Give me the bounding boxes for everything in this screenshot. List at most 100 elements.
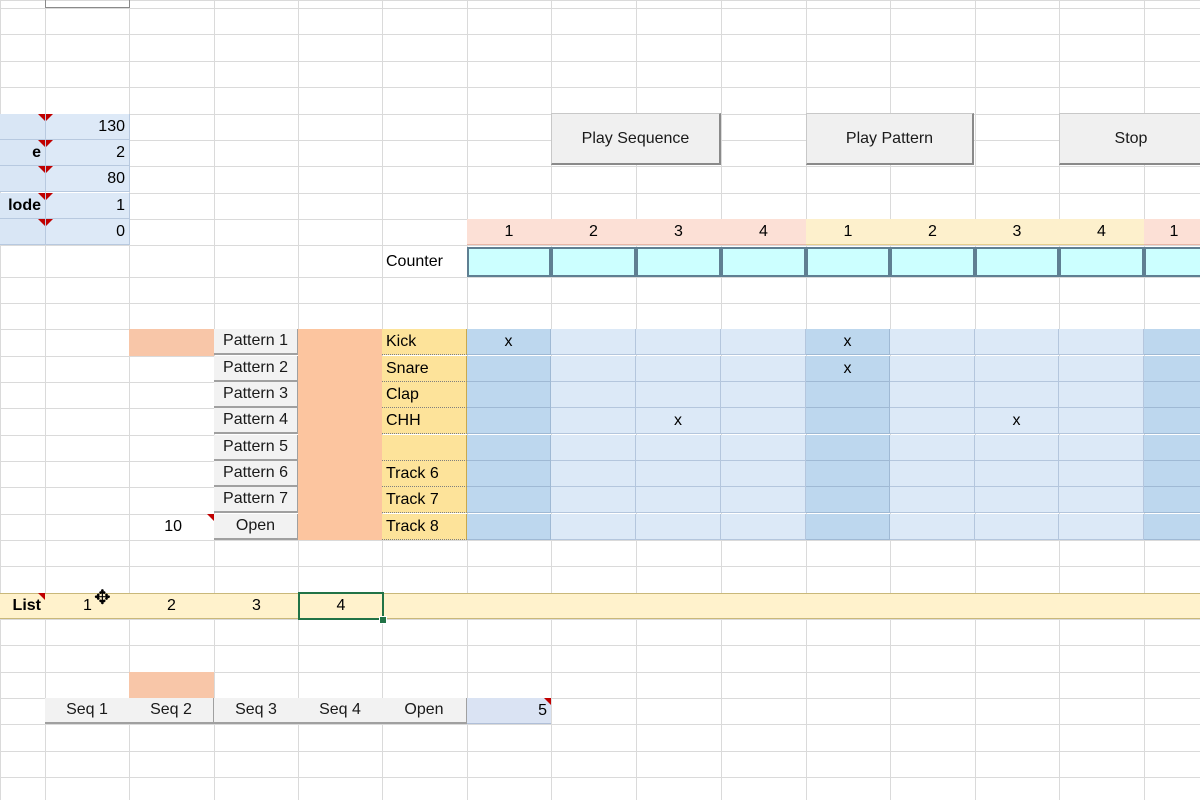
pattern-button[interactable]: Pattern 5 [214,435,298,461]
sequence-button[interactable]: Seq 4 [298,698,383,724]
step-cell[interactable] [1144,487,1200,513]
step-cell[interactable] [975,435,1059,461]
step-cell[interactable] [975,487,1059,513]
step-cell[interactable] [890,408,975,434]
step-cell[interactable] [721,382,806,408]
step-cell[interactable] [551,356,636,382]
step-cell[interactable]: x [636,408,721,434]
step-cell[interactable]: x [467,329,551,355]
step-cell[interactable] [1059,382,1144,408]
step-cell[interactable] [467,435,551,461]
fill-handle[interactable] [379,616,387,624]
step-cell[interactable] [721,487,806,513]
step-cell[interactable] [806,487,890,513]
step-cell[interactable] [467,461,551,487]
step-cell[interactable] [636,514,721,540]
step-cell[interactable] [467,514,551,540]
step-cell[interactable] [890,382,975,408]
step-cell[interactable] [551,461,636,487]
step-cell[interactable] [636,356,721,382]
step-cell[interactable] [636,487,721,513]
track-label[interactable]: Track 8 [382,514,467,540]
step-cell[interactable] [721,514,806,540]
step-cell[interactable] [890,329,975,355]
pattern-button[interactable]: Pattern 1 [214,329,298,355]
step-cell[interactable] [975,382,1059,408]
step-cell[interactable] [1144,408,1200,434]
pattern-open-button[interactable]: Open [214,514,298,540]
counter-cell[interactable] [636,247,721,277]
list-item[interactable]: 2 [167,597,176,614]
step-cell[interactable] [890,514,975,540]
pattern-button[interactable]: Pattern 7 [214,487,298,513]
step-cell[interactable] [1059,356,1144,382]
step-cell[interactable] [467,356,551,382]
sequence-button[interactable]: Seq 1 [45,698,130,724]
step-cell[interactable] [890,487,975,513]
step-cell[interactable] [806,514,890,540]
step-cell[interactable] [1059,408,1144,434]
sequence-count-value[interactable]: 5 [467,698,551,724]
step-cell[interactable] [806,382,890,408]
step-cell[interactable] [890,356,975,382]
track-label[interactable]: CHH [382,408,467,434]
step-cell[interactable] [975,329,1059,355]
pattern-button[interactable]: Pattern 2 [214,356,298,382]
param-value[interactable]: 80 [45,166,130,192]
step-cell[interactable] [551,408,636,434]
step-cell[interactable] [1059,487,1144,513]
step-cell[interactable] [551,514,636,540]
counter-cell[interactable] [721,247,806,277]
step-cell[interactable] [721,435,806,461]
step-cell[interactable] [1144,435,1200,461]
top-partial-cell[interactable] [45,0,130,8]
step-cell[interactable]: x [806,356,890,382]
counter-cell[interactable] [1144,247,1200,277]
step-cell[interactable] [636,435,721,461]
list-item-selected[interactable]: 4 [298,592,384,620]
step-cell[interactable] [890,435,975,461]
track-label[interactable]: Track 6 [382,461,467,487]
step-cell[interactable] [551,382,636,408]
param-value[interactable]: 0 [45,219,130,245]
step-cell[interactable]: x [806,329,890,355]
track-label[interactable]: Clap [382,382,467,408]
step-cell[interactable] [467,382,551,408]
step-cell[interactable] [1144,329,1200,355]
play-sequence-button[interactable]: Play Sequence [551,113,721,165]
step-cell[interactable] [806,461,890,487]
pattern-highlight-cell[interactable] [129,329,214,356]
step-cell[interactable] [721,356,806,382]
list-item[interactable]: 3 [252,597,261,614]
step-cell[interactable] [975,461,1059,487]
step-cell[interactable] [1059,435,1144,461]
step-cell[interactable] [721,408,806,434]
sequence-open-button[interactable]: Open [382,698,467,724]
list-item[interactable]: 1 [83,597,92,614]
step-cell[interactable]: x [975,408,1059,434]
param-value[interactable]: 2 [45,140,130,166]
step-cell[interactable] [636,329,721,355]
step-cell[interactable] [1144,356,1200,382]
pattern-button[interactable]: Pattern 6 [214,461,298,487]
track-label[interactable]: Kick [382,329,467,355]
sequence-button[interactable]: Seq 2 [129,698,214,724]
step-cell[interactable] [467,408,551,434]
counter-cell[interactable] [975,247,1059,277]
counter-cell[interactable] [1059,247,1144,277]
sequence-highlight-cell[interactable] [129,672,214,698]
param-value[interactable]: 1 [45,193,130,219]
step-cell[interactable] [636,382,721,408]
counter-cell[interactable] [890,247,975,277]
step-cell[interactable] [975,514,1059,540]
stop-button[interactable]: Stop [1059,113,1200,165]
pattern-button[interactable]: Pattern 4 [214,408,298,434]
step-cell[interactable] [721,329,806,355]
step-cell[interactable] [975,356,1059,382]
step-cell[interactable] [467,487,551,513]
param-value[interactable]: 130 [45,114,130,140]
step-cell[interactable] [1059,461,1144,487]
counter-cell[interactable] [467,247,551,277]
step-cell[interactable] [806,435,890,461]
track-label[interactable] [382,435,467,461]
